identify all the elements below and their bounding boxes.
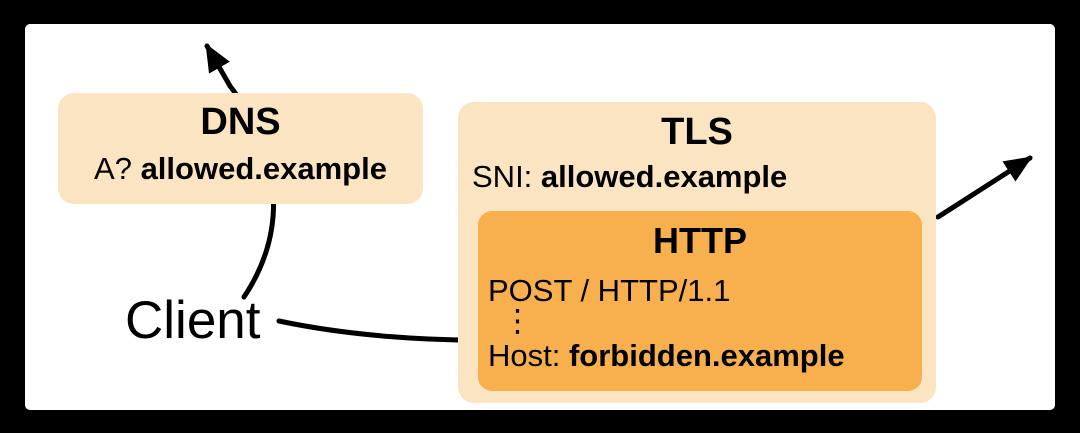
- dns-query-prefix: A?: [94, 151, 141, 186]
- tls-sni-line: SNI: allowed.example: [472, 161, 787, 192]
- tls-sni-domain: allowed.example: [540, 159, 788, 194]
- dns-title: DNS: [200, 101, 281, 143]
- http-title: HTTP: [653, 220, 747, 261]
- http-request-line: POST / HTTP/1.1: [488, 273, 731, 308]
- dns-query-line: A? allowed.example: [58, 153, 423, 184]
- http-ellipsis: ⋮: [502, 303, 533, 338]
- http-host-prefix: Host:: [488, 338, 569, 373]
- client-label: Client: [125, 291, 261, 350]
- tls-box: TLS SNI: allowed.example HTTP POST / HTT…: [458, 102, 936, 403]
- tls-title: TLS: [661, 111, 733, 153]
- http-host-line: Host: forbidden.example: [488, 340, 845, 371]
- http-box: HTTP POST / HTTP/1.1 ⋮ Host: forbidden.e…: [478, 211, 922, 391]
- outbound-request-arrow: [935, 155, 1033, 220]
- dns-query-domain: allowed.example: [140, 151, 387, 186]
- dns-box: DNS A? allowed.example: [58, 93, 423, 204]
- tls-sni-prefix: SNI:: [472, 159, 541, 194]
- http-host-domain: forbidden.example: [568, 338, 845, 373]
